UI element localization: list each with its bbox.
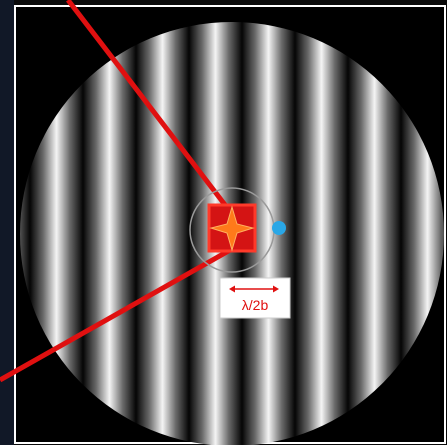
- left-edge-strip: [0, 0, 14, 445]
- sight-line-lower: [0, 246, 234, 383]
- star-icon: [209, 205, 255, 252]
- scale-label-box: [219, 277, 291, 319]
- companion-dot-icon: [272, 221, 286, 235]
- double-arrow-icon: [229, 285, 279, 293]
- sight-line-upper: [66, 0, 234, 216]
- scale-label: λ/2b: [242, 297, 269, 313]
